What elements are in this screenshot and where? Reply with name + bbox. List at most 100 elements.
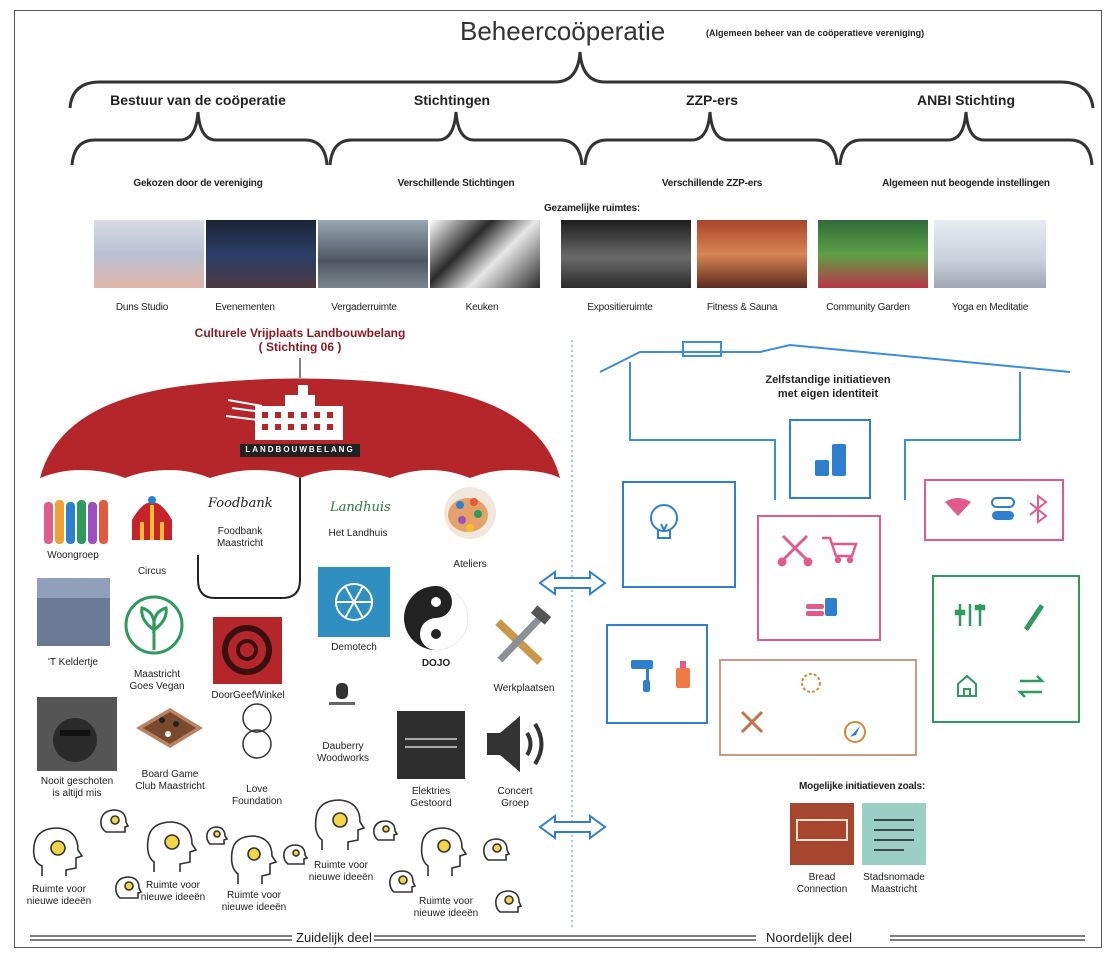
box-tools [719, 659, 917, 756]
photo-yoga [934, 220, 1046, 288]
idea-label-1a: Ruimte voor [32, 884, 86, 895]
idea-head-12 [389, 870, 417, 893]
landhuis-logo-text: Landhuis [330, 500, 391, 515]
house-text-2: met eigen identiteit [777, 388, 879, 400]
possible-bread-2: Connection [796, 884, 848, 895]
branch-title-bestuur: Bestuur van de coöperatie [110, 92, 286, 108]
label-foodbank-2: Maastricht [216, 538, 264, 549]
possible-bread-1: Bread [808, 872, 836, 883]
main-brace [68, 51, 1095, 109]
space-label-evenementen: Evenementen [215, 302, 275, 313]
label-vegan-1: Maastricht [133, 669, 181, 680]
space-label-garden: Community Garden [826, 302, 910, 313]
label-love-2: Foundation [231, 796, 283, 807]
sliders-icon [954, 604, 986, 626]
label-doorgeef: DoorGeefWinkel [211, 690, 285, 701]
photo-evenementen [206, 220, 316, 288]
dauberry-logo [329, 683, 355, 705]
idea-head-3 [146, 821, 198, 872]
footer-north: Noordelijk deel [766, 930, 852, 945]
space-label-fitness: Fitness & Sauna [706, 302, 778, 313]
photo-dans-studio [94, 220, 204, 288]
idea-head-5 [230, 835, 278, 884]
label-concert-1: Concert [497, 786, 533, 797]
home-icon [957, 674, 977, 697]
idea-head-1 [32, 827, 84, 876]
label-foodbank-1: Foodbank [217, 526, 263, 537]
label-dauberry-2: Woodworks [316, 753, 370, 764]
drinks-icon [815, 444, 846, 476]
brace-stichtingen [328, 111, 584, 166]
space-label-yoga: Yoga en Meditatie [951, 302, 1029, 313]
label-circus: Circus [137, 566, 167, 577]
shared-heading: Gezamelijke ruimtes: [543, 203, 641, 214]
double-arrow-lower [538, 814, 607, 840]
toggle-icon [991, 497, 1015, 520]
box-home [932, 575, 1080, 723]
branch-title-anbi: ANBI Stichting [917, 92, 1015, 108]
photo-keuken [430, 220, 540, 288]
paint-roller-icon [631, 660, 653, 692]
box-drinks [789, 419, 871, 499]
wifi-icon [945, 498, 971, 516]
spray-can-icon [676, 661, 690, 688]
foodbank-logo-text: Foodbank [208, 496, 273, 511]
umbrella-logo-text: LANDBOUWBELANG [245, 445, 355, 454]
brace-bestuur [70, 111, 329, 166]
idea-label-5a: Ruimte voor [419, 896, 473, 907]
label-elektries-2: Gestoord [410, 798, 452, 809]
idea-label-4a: Ruimte voor [314, 860, 368, 871]
idea-head-13 [495, 890, 523, 913]
swap-icon [1016, 675, 1046, 698]
idea-head-4 [206, 826, 229, 845]
idea-head-7 [314, 799, 366, 850]
circus-logo [132, 496, 172, 540]
space-label-keuken: Keuken [465, 302, 499, 313]
dojo-logo [404, 586, 468, 650]
frame [14, 10, 1102, 948]
woongroep-logo [44, 500, 108, 544]
tools-icon [740, 710, 764, 734]
label-landhuis: Het Landhuis [328, 528, 388, 539]
brace-zzp [583, 111, 839, 166]
idea-head-9 [420, 827, 468, 876]
south-subtitle: ( Stichting 06 ) [258, 340, 342, 354]
label-elektries-1: Elektries [411, 786, 451, 797]
label-concert-2: Groep [501, 798, 529, 809]
label-keldertje: 'T Keldertje [47, 657, 99, 668]
brace-anbi [838, 111, 1094, 166]
branch-sub-zzp: Verschillende ZZP-ers [661, 178, 763, 189]
idea-head-10 [483, 838, 511, 861]
elektries-logo [397, 711, 465, 779]
photo-fitness-sauna [697, 220, 807, 288]
compass-icon [844, 721, 866, 743]
idea-label-2b: nieuwe ideeën [140, 892, 206, 903]
gear-icon [801, 673, 821, 693]
box-paint [606, 624, 708, 724]
label-woongroep: Woongroep [47, 550, 99, 561]
idea-head-2 [100, 809, 130, 833]
footer-lines [30, 935, 1085, 941]
label-nooit-2: is altijd mis [52, 788, 102, 799]
idea-label-1b: nieuwe ideeën [26, 896, 92, 907]
label-boardgame-1: Board Game [141, 769, 199, 780]
vegan-logo [124, 595, 184, 655]
possible-stadsnomade-2: Maastricht [870, 884, 918, 895]
photo-community-garden [818, 220, 928, 288]
landbouwbelang-logo-graphic [225, 385, 360, 457]
label-werkplaatsen: Werkplaatsen [493, 683, 555, 694]
bread-connection-logo [790, 803, 854, 865]
house-text-1: Zelfstandige initiatieven [765, 374, 891, 386]
idea-heads [32, 799, 523, 913]
header-subtitle: (Algemeen beheer van de coöperatieve ver… [706, 28, 925, 38]
palette-logo [444, 487, 496, 539]
space-label-dans: Duns Studio [115, 302, 169, 313]
lightbulb-icon [650, 504, 678, 539]
space-label-expositie: Expositieruimte [587, 302, 653, 313]
possible-heading: Mogelijke initiatieven zoals: [799, 781, 925, 792]
house-graphic [599, 341, 1071, 500]
idea-head-6 [283, 844, 309, 865]
label-demotech: Demotech [331, 642, 377, 653]
idea-label-5b: nieuwe ideeën [413, 908, 479, 919]
